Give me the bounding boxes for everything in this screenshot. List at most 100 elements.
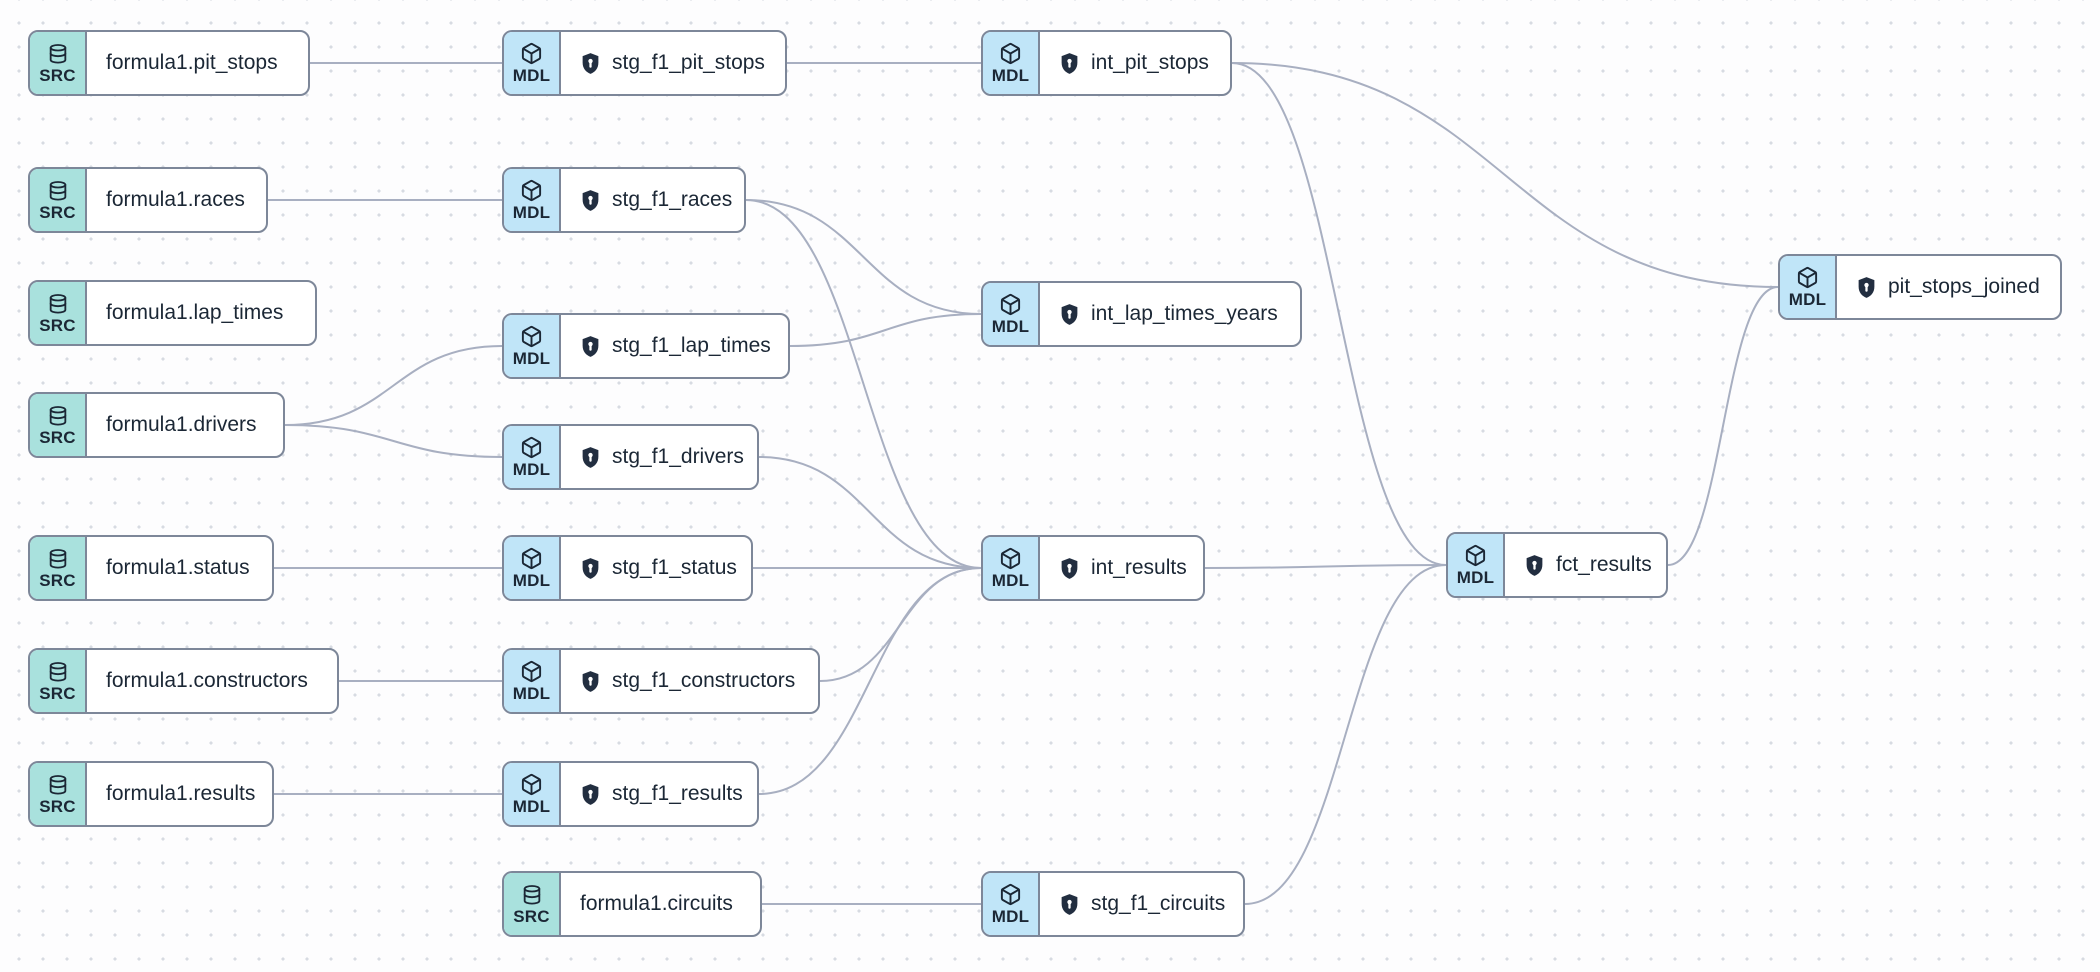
shield-icon — [582, 446, 599, 468]
badge-label: SRC — [39, 65, 76, 85]
database-icon — [49, 43, 66, 64]
badge-label: SRC — [39, 796, 76, 816]
node-body: formula1.lap_times — [87, 282, 315, 344]
node-type-badge-mdl: MDL — [504, 169, 561, 231]
node-label: stg_f1_lap_times — [612, 334, 771, 357]
shield-icon — [582, 557, 599, 579]
badge-label: SRC — [39, 202, 76, 222]
edge-int_pit_stops-to-fct_results — [1231, 62, 1447, 566]
node-body: stg_f1_results — [561, 763, 757, 825]
node-label: int_results — [1091, 556, 1187, 579]
shield-icon — [1526, 554, 1543, 576]
shield-icon — [582, 670, 599, 692]
database-icon — [49, 548, 66, 569]
badge-label: MDL — [1456, 568, 1495, 587]
node-int_results[interactable]: MDL int_results — [981, 535, 1205, 601]
node-type-badge-mdl: MDL — [983, 32, 1040, 94]
node-type-badge-mdl: MDL — [983, 537, 1040, 599]
cube-icon — [1000, 293, 1021, 316]
node-body: formula1.races — [87, 169, 266, 231]
badge-label: SRC — [513, 906, 550, 926]
node-label: formula1.lap_times — [106, 301, 284, 324]
edge-stg_lap_times-to-int_lap_times_years — [789, 313, 982, 347]
node-body: formula1.pit_stops — [87, 32, 308, 94]
node-type-badge-mdl: MDL — [504, 426, 561, 488]
node-body: fct_results — [1505, 534, 1666, 596]
edge-stg_circuits-to-fct_results — [1244, 564, 1447, 905]
node-type-badge-src: SRC — [504, 873, 561, 935]
node-body: formula1.results — [87, 763, 272, 825]
shield-icon — [582, 189, 599, 211]
node-type-badge-mdl: MDL — [504, 650, 561, 712]
node-type-badge-src: SRC — [30, 394, 87, 456]
node-type-badge-src: SRC — [30, 282, 87, 344]
node-label: stg_f1_results — [612, 782, 743, 805]
node-src_results[interactable]: SRC formula1.results — [28, 761, 274, 827]
node-stg_drivers[interactable]: MDL stg_f1_drivers — [502, 424, 759, 490]
edge-int_results-to-fct_results — [1204, 564, 1447, 569]
node-stg_circuits[interactable]: MDL stg_f1_circuits — [981, 871, 1245, 937]
cube-icon — [521, 773, 542, 796]
database-icon — [523, 884, 540, 905]
node-body: stg_f1_circuits — [1040, 873, 1243, 935]
node-label: formula1.status — [106, 556, 250, 579]
node-type-badge-src: SRC — [30, 32, 87, 94]
cube-icon — [521, 42, 542, 65]
edge-stg_results-to-int_results — [758, 567, 982, 795]
node-src_circuits[interactable]: SRC formula1.circuits — [502, 871, 762, 937]
badge-label: SRC — [39, 683, 76, 703]
database-icon — [49, 405, 66, 426]
edge-src_drivers-to-stg_lap_times — [284, 345, 503, 426]
node-body: stg_f1_status — [561, 537, 751, 599]
badge-label: SRC — [39, 427, 76, 447]
cube-icon — [521, 325, 542, 348]
badge-label: MDL — [512, 797, 551, 816]
node-label: stg_f1_constructors — [612, 669, 796, 692]
node-src_drivers[interactable]: SRC formula1.drivers — [28, 392, 285, 458]
node-body: formula1.circuits — [561, 873, 760, 935]
cube-icon — [1797, 266, 1818, 289]
node-body: stg_f1_pit_stops — [561, 32, 785, 94]
node-stg_results[interactable]: MDL stg_f1_results — [502, 761, 759, 827]
node-label: stg_f1_drivers — [612, 445, 744, 468]
shield-icon — [582, 335, 599, 357]
shield-icon — [1061, 557, 1078, 579]
badge-label: MDL — [991, 907, 1030, 926]
node-label: formula1.drivers — [106, 413, 257, 436]
shield-icon — [582, 52, 599, 74]
database-icon — [49, 293, 66, 314]
node-type-badge-mdl: MDL — [504, 32, 561, 94]
node-label: formula1.circuits — [580, 892, 733, 915]
node-stg_constructors[interactable]: MDL stg_f1_constructors — [502, 648, 820, 714]
node-fct_results[interactable]: MDL fct_results — [1446, 532, 1668, 598]
node-label: int_pit_stops — [1091, 51, 1209, 74]
cube-icon — [1000, 547, 1021, 570]
node-src_pit_stops[interactable]: SRC formula1.pit_stops — [28, 30, 310, 96]
node-label: formula1.constructors — [106, 669, 308, 692]
shield-icon — [1061, 303, 1078, 325]
node-type-badge-mdl: MDL — [1448, 534, 1505, 596]
database-icon — [49, 774, 66, 795]
node-src_races[interactable]: SRC formula1.races — [28, 167, 268, 233]
node-int_pit_stops[interactable]: MDL int_pit_stops — [981, 30, 1232, 96]
edge-stg_drivers-to-int_results — [758, 456, 982, 569]
badge-label: SRC — [39, 315, 76, 335]
node-stg_lap_times[interactable]: MDL stg_f1_lap_times — [502, 313, 790, 379]
node-src_lap_times[interactable]: SRC formula1.lap_times — [28, 280, 317, 346]
database-icon — [49, 661, 66, 682]
cube-icon — [521, 436, 542, 459]
badge-label: MDL — [991, 571, 1030, 590]
shield-icon — [1061, 893, 1078, 915]
node-src_constructors[interactable]: SRC formula1.constructors — [28, 648, 339, 714]
node-type-badge-src: SRC — [30, 650, 87, 712]
badge-label: MDL — [512, 349, 551, 368]
cube-icon — [1000, 883, 1021, 906]
node-label: pit_stops_joined — [1888, 275, 2040, 298]
